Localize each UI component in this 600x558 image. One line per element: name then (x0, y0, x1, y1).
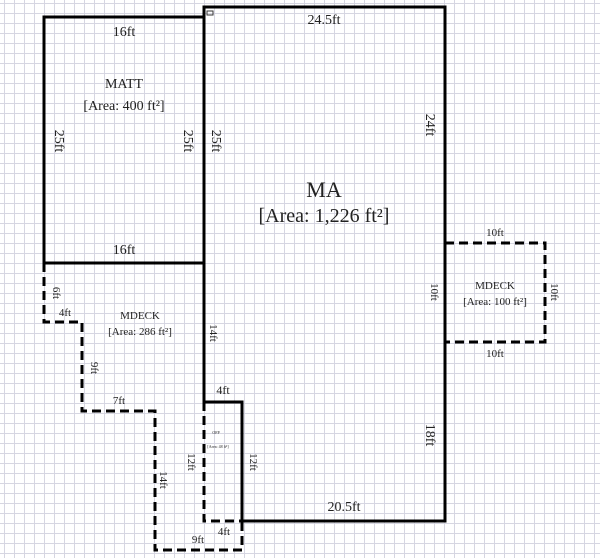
mdeck-left-dim-d: 7ft (113, 395, 125, 407)
matt-top-dim: 16ft (113, 25, 136, 40)
matt-bottom-dim: 16ft (113, 243, 136, 258)
ofp-name: OFP (212, 430, 220, 435)
mdeck-right-area: [Area: 100 ft²] (463, 296, 527, 308)
mdeck-left-dim-c: 9ft (88, 362, 100, 374)
room-ofp[interactable] (202, 402, 242, 523)
ma-bottom-dim: 20.5ft (327, 500, 360, 515)
mdeck-left-area: [Area: 286 ft²] (108, 326, 172, 338)
mdeck-left-dim-a: 6ft (50, 287, 62, 299)
matt-name: MATT (105, 77, 144, 92)
ma-top-dim: 24.5ft (307, 13, 340, 28)
mdeck-left-dim-g: 4ft (218, 526, 230, 538)
room-matt[interactable] (42, 15, 204, 265)
ma-left-lower-dim: 14ft (207, 324, 219, 342)
ma-left-dim: 25ft (208, 130, 223, 153)
room-ma[interactable] (202, 5, 447, 523)
ma-right-mid-dim: 10ft (428, 283, 440, 301)
mdeck-left-dim-e: 14ft (157, 471, 169, 489)
mdeck-right-side-dim: 10ft (548, 283, 560, 301)
ofp-right-dim: 12ft (247, 453, 259, 471)
mdeck-right-bottom-dim: 10ft (486, 348, 504, 360)
ma-area: [Area: 1,226 ft²] (259, 205, 390, 227)
ma-right-upper-dim: 24ft (422, 114, 437, 137)
mdeck-left-dim-b: 4ft (59, 307, 71, 319)
mdeck-left-name: MDECK (120, 310, 160, 322)
matt-left-dim: 25ft (51, 130, 66, 153)
room-mdeck-right[interactable] (445, 241, 547, 344)
marker-icon (206, 10, 214, 16)
ma-right-lower-dim: 18ft (422, 424, 437, 447)
mdeck-left-dim-f: 9ft (192, 534, 204, 546)
matt-area: [Area: 400 ft²] (83, 99, 164, 114)
ma-name: MA (306, 177, 342, 202)
ofp-area: [Area: 48 ft²] (207, 444, 229, 449)
matt-right-dim: 25ft (180, 130, 195, 153)
ma-notch-dim: 4ft (216, 383, 230, 397)
mdeck-right-top-dim: 10ft (486, 227, 504, 239)
mdeck-right-name: MDECK (475, 280, 515, 292)
ofp-left-dim: 12ft (185, 453, 197, 471)
room-mdeck-left[interactable] (42, 263, 244, 552)
